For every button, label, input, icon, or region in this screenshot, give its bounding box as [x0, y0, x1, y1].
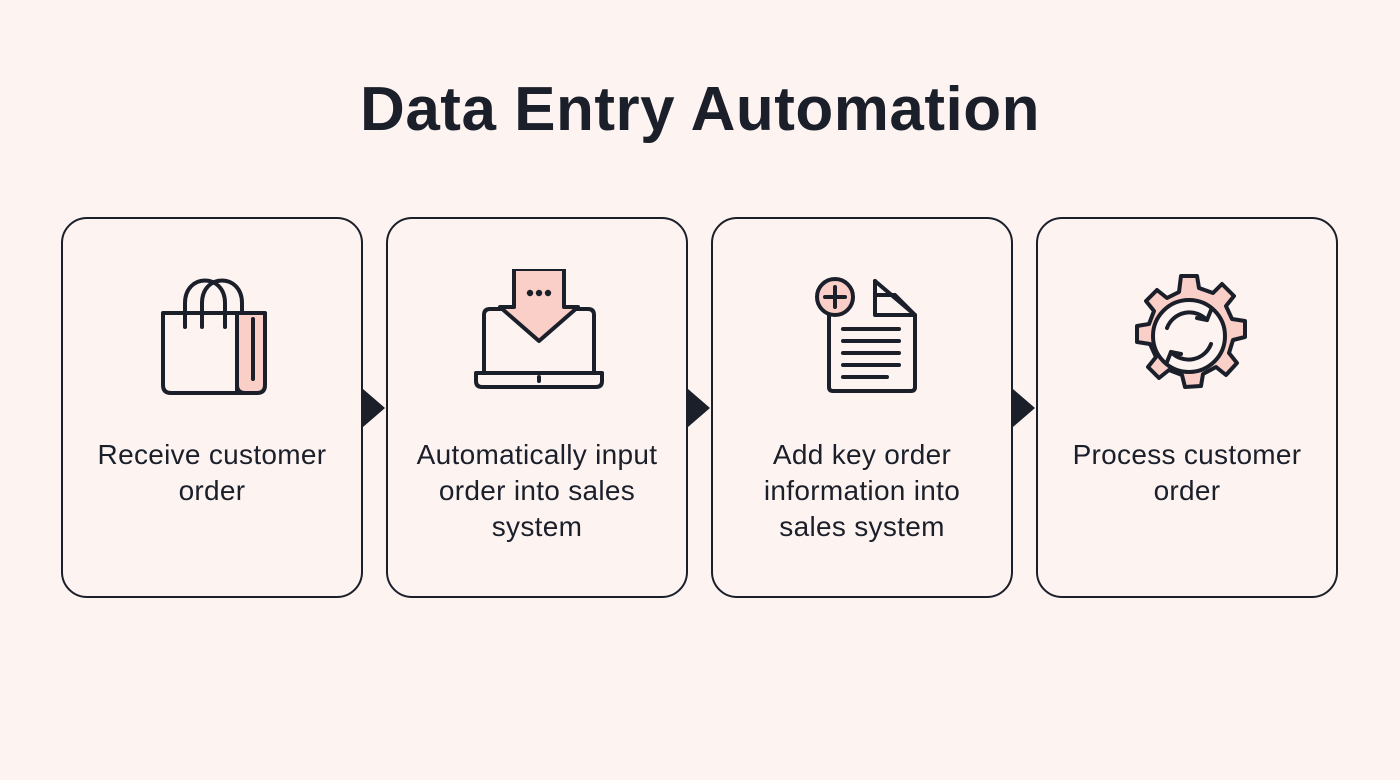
document-add-icon — [799, 269, 929, 399]
step-label: Process customer order — [1072, 439, 1302, 506]
step-label: Add key order information into sales sys… — [763, 439, 961, 542]
page-title: Data Entry Automation — [360, 75, 1040, 144]
flow-arrow-icon — [1013, 389, 1035, 427]
flow-arrow-icon — [363, 389, 385, 427]
flow-arrow-icon — [688, 389, 710, 427]
step-label: Receive customer order — [97, 439, 327, 506]
step-card-process-order: Process customer order — [1036, 217, 1338, 598]
gear-refresh-icon — [1124, 269, 1254, 399]
shopping-bag-icon — [149, 269, 279, 399]
step-card-add-info: Add key order information into sales sys… — [711, 217, 1013, 598]
step-card-receive-order: Receive customer order — [61, 217, 363, 598]
laptop-download-icon — [474, 269, 604, 399]
step-card-auto-input: Automatically input order into sales sys… — [386, 217, 688, 598]
step-label: Automatically input order into sales sys… — [416, 439, 658, 542]
